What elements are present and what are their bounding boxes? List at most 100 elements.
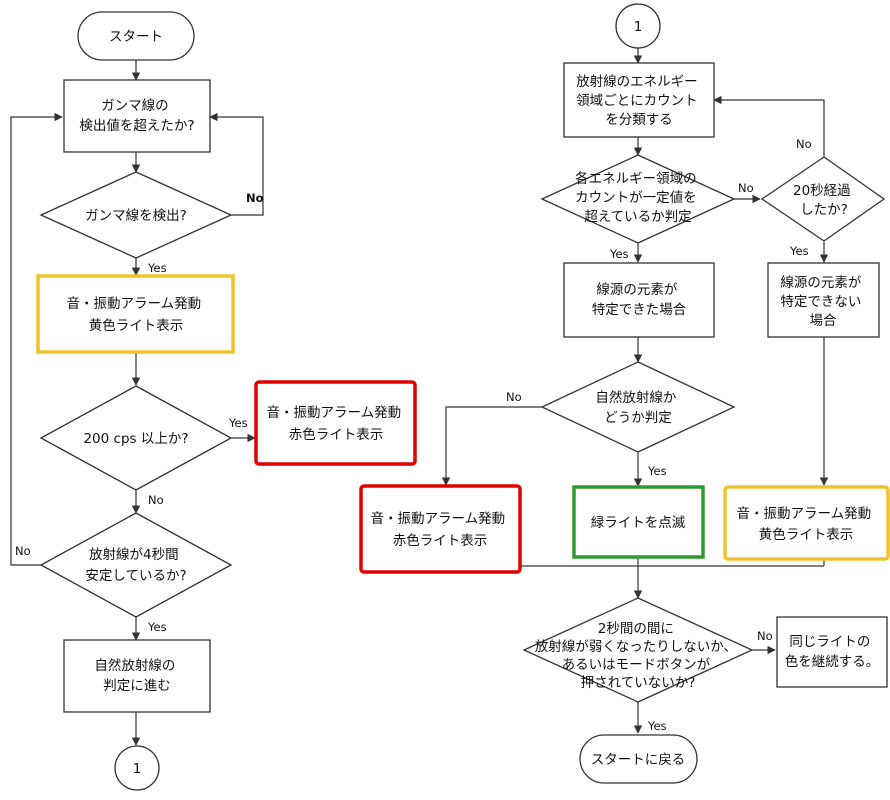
right-decision1-line3: 超えているか判定 (584, 209, 691, 225)
right-offpage-connector: 1 (615, 3, 661, 49)
arrow-timer-no-loop (713, 95, 825, 157)
left-decision1-text: ガンマ線を検出? (85, 208, 187, 224)
left-decision3-line1: 放射線が4秒間 (89, 547, 179, 563)
left-red-line2: 赤色ライト表示 (289, 426, 384, 443)
right-connectors (441, 48, 829, 734)
right-yellow-line1: 音・振動アラーム発動 (737, 505, 872, 522)
right-unidentified-line2: 特定できない (780, 294, 861, 310)
right-yellow-alarm-text: 音・振動アラーム発動 黄色ライト表示 (737, 505, 876, 543)
right-final-text: 2秒間の間に 放射線が弱くなったりしないか、 あるいはモードボタンが 押されてい… (535, 621, 742, 691)
right-unidentified-line3: 場合 (810, 313, 838, 329)
left-decision1-no-label: No (246, 191, 264, 205)
left-decision3-text: 放射線が4秒間 安定しているか? (85, 547, 186, 584)
right-decision1-line2: カウントが一定値を (575, 190, 697, 206)
left-start-label: スタート (109, 29, 163, 45)
left-process-gamma-threshold-text: ガンマ線の 検出値を超えたか? (79, 98, 194, 134)
left-connector-label: 1 (133, 761, 142, 777)
right-timer-line2: したか? (800, 202, 848, 218)
right-red-line1: 音・振動アラーム発動 (371, 510, 506, 527)
left-decision2-no-label: No (148, 493, 164, 507)
left-process2-line1: 自然放射線の (94, 657, 175, 674)
left-process-natural-judgement: 自然放射線の 判定に進む (63, 639, 211, 713)
right-natural-text: 自然放射線か どうか判定 (595, 389, 680, 426)
right-natural-line2: どうか判定 (604, 410, 672, 426)
left-process2-line2: 判定に進む (103, 678, 171, 694)
right-process1-line1: 放射線のエネルギー (576, 74, 698, 90)
right-green-text: 緑ライトを点滅 (591, 515, 686, 531)
arrow-decision3-no-loop (10, 112, 63, 566)
left-red-alarm-box: 音・振動アラーム発動 赤色ライト表示 (254, 380, 417, 466)
right-final-line2: 放射線が弱くなったりしないか、 (535, 639, 737, 655)
right-green-box: 緑ライトを点滅 (572, 485, 705, 559)
right-decision-final: 2秒間の間に 放射線が弱くなったりしないか、 あるいはモードボタンが 押されてい… (522, 597, 754, 703)
right-natural-no-label: No (506, 390, 522, 404)
left-process-gamma-threshold: ガンマ線の 検出値を超えたか? (63, 79, 211, 153)
right-timer-yes-label: Yes (789, 244, 809, 258)
right-decision1-no-label: No (738, 181, 754, 195)
right-final-no-label: No (757, 629, 773, 643)
arrow-decision1-no-loop (209, 112, 264, 216)
right-continue-line1: 同じライトの (789, 634, 870, 650)
right-timer-text: 20秒経過 したか? (793, 183, 855, 218)
left-start-terminal: スタート (77, 11, 195, 61)
left-red-line1: 音・振動アラーム発動 (267, 404, 402, 421)
right-final-yes-label: Yes (647, 719, 667, 733)
right-continue-text: 同じライトの 色を継続する。 (785, 634, 880, 670)
right-yellow-line2: 黄色ライト表示 (759, 526, 854, 543)
right-end-label: スタートに戻る (591, 752, 686, 768)
left-decision2-text: 200 cps 以上か? (83, 431, 188, 447)
right-decision-20s-timer: 20秒経過 したか? (760, 156, 886, 242)
right-continue-line2: 色を継続する。 (785, 653, 880, 670)
right-continue-box: 同じライトの 色を継続する。 (776, 616, 888, 688)
right-decision1-line1: 各エネルギー領域の (575, 170, 697, 187)
right-natural-yes-label: Yes (647, 464, 667, 478)
left-yellow-line1: 音・振動アラーム発動 (67, 295, 202, 312)
right-process-classify-energy: 放射線のエネルギー 領域ごとにカウント を分類する (563, 62, 715, 138)
right-final-line4: 押されていないか? (581, 675, 696, 691)
left-offpage-connector: 1 (114, 745, 160, 791)
left-decision-stable-4s: 放射線が4秒間 安定しているか? (39, 512, 233, 618)
right-decision1-yes-label: Yes (609, 247, 629, 261)
left-red-alarm-text: 音・振動アラーム発動 赤色ライト表示 (267, 404, 406, 443)
left-decision2-yes-label: Yes (228, 416, 248, 430)
left-decision3-yes-label: Yes (147, 620, 167, 634)
left-process1-line1: ガンマ線の (101, 98, 169, 114)
right-timer-line1: 20秒経過 (793, 183, 851, 199)
right-final-line3: あるいはモードボタンが (562, 657, 711, 673)
left-decision-200cps: 200 cps 以上か? (39, 385, 233, 491)
right-natural-line1: 自然放射線か (595, 389, 676, 406)
right-red-alarm-text: 音・振動アラーム発動 赤色ライト表示 (371, 510, 510, 549)
right-process1-line2: 領域ごとにカウント (576, 92, 698, 109)
left-connectors (10, 60, 264, 746)
left-process2-text: 自然放射線の 判定に進む (94, 657, 179, 694)
left-process1-line2: 検出値を超えたか? (79, 118, 194, 134)
right-process-unidentified: 線源の元素が 特定できない 場合 (767, 262, 880, 338)
right-final-line1: 2秒間の間に (598, 621, 674, 637)
right-identified-line2: 特定できた場合 (592, 302, 687, 318)
left-decision-gamma-detect: ガンマ線を検出? (39, 171, 233, 259)
left-decision3-line2: 安定しているか? (85, 568, 186, 584)
right-connector-label: 1 (634, 19, 643, 35)
right-yellow-alarm-box: 音・振動アラーム発動 黄色ライト表示 (723, 485, 890, 561)
left-decision3-no-label: No (15, 544, 31, 558)
left-yellow-line2: 黄色ライト表示 (89, 317, 184, 334)
right-process1-line3: を分類する (605, 112, 673, 128)
arrow-natural-no (441, 406, 542, 486)
left-yellow-alarm-box: 音・振動アラーム発動 黄色ライト表示 (36, 274, 235, 354)
right-decision1-text: 各エネルギー領域の カウントが一定値を 超えているか判定 (575, 170, 701, 225)
right-red-line2: 赤色ライト表示 (393, 532, 488, 549)
left-decision1-yes-label: Yes (147, 261, 167, 275)
right-identified-text: 線源の元素が 特定できた場合 (592, 282, 687, 318)
right-identified-line1: 線源の元素が (596, 282, 677, 298)
right-process-identified: 線源の元素が 特定できた場合 (563, 262, 715, 338)
left-yellow-alarm-text: 音・振動アラーム発動 黄色ライト表示 (67, 295, 206, 334)
right-unidentified-text: 線源の元素が 特定できない 場合 (780, 275, 865, 329)
right-unidentified-line1: 線源の元素が (780, 275, 861, 291)
right-end-terminal: スタートに戻る (579, 734, 698, 784)
right-process1-text: 放射線のエネルギー 領域ごとにカウント を分類する (576, 74, 702, 128)
right-timer-no-label: No (796, 137, 812, 151)
right-decision-count-threshold: 各エネルギー領域の カウントが一定値を 超えているか判定 (540, 154, 736, 244)
right-red-alarm-box: 音・振動アラーム発動 赤色ライト表示 (359, 484, 522, 574)
right-decision-natural: 自然放射線か どうか判定 (540, 361, 736, 453)
